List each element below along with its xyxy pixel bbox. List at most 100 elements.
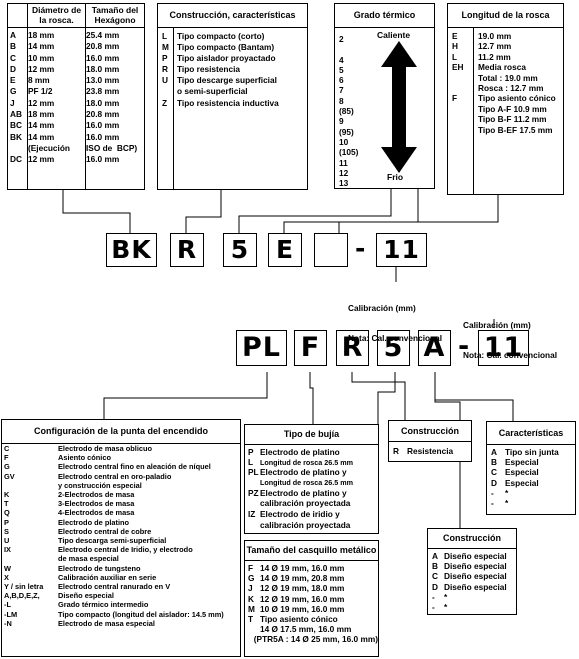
row-code: PZ xyxy=(248,487,259,498)
row-text: Electrodo central en oro-paladio xyxy=(58,471,172,481)
row-diameter: 18 mm xyxy=(28,109,55,120)
row-text: 3-Electrodos de masa xyxy=(58,499,135,509)
heat-range-value: 5 xyxy=(339,64,344,75)
row-text: o semi-superficial xyxy=(177,86,248,97)
row-code: C xyxy=(491,467,497,478)
row-code: T xyxy=(248,614,254,625)
row-code: H xyxy=(452,41,458,52)
plug-type-title: Tipo de bujía xyxy=(283,429,340,439)
row-code: C xyxy=(4,444,10,453)
shell-size-row: 14 Ø 17.5 mm, 16.0 mm xyxy=(248,624,378,634)
row-text: Tipo A-F 10.9 mm xyxy=(478,103,547,114)
row-hex: 16.0 mm xyxy=(86,154,120,165)
row-code: G xyxy=(4,462,10,472)
row-code: M xyxy=(248,603,255,614)
tip-config-title: Configuración de la punta del encendido xyxy=(33,426,208,436)
heat-arrow-icon xyxy=(381,41,417,173)
hex-header: Tamaño del Hexágono xyxy=(91,5,139,25)
row-diameter: 18 mm xyxy=(28,30,55,40)
row-code: - xyxy=(491,498,494,509)
row-code: IX xyxy=(4,545,11,555)
row-code: S xyxy=(4,526,9,536)
row-code xyxy=(452,104,478,114)
row-text: Tipo descarga semi-superficial xyxy=(58,536,167,546)
code1-part-bk: BK xyxy=(106,233,157,267)
row-text: Grado térmico intermedio xyxy=(58,600,149,610)
row-code: IZ xyxy=(248,509,256,520)
row-code: PL xyxy=(248,467,259,478)
row-text: Electrodo central fino en aleación de ní… xyxy=(58,462,211,472)
characteristics-row: -* xyxy=(491,488,575,498)
row-diameter: PF 1/2 xyxy=(28,86,53,97)
row-text: Electrodo de platino y xyxy=(260,467,347,478)
row-text: Electrodo central ranurado en V xyxy=(58,582,171,592)
row-text: Tipo asiento cónico xyxy=(478,93,556,104)
row-code xyxy=(248,624,260,634)
row-hex: 16.0 mm xyxy=(86,131,120,142)
row-code xyxy=(10,143,28,154)
row-code: R xyxy=(393,446,399,456)
row-text: Especial xyxy=(505,457,539,468)
row-hex: 25.4 mm xyxy=(86,30,120,40)
shell-size-title: Tamaño del casquillo metálico xyxy=(246,545,377,555)
row-text: 14 Ø 19 mm, 16.0 mm xyxy=(260,563,345,573)
thread-length-row: Tipo A-F 10.9 mm xyxy=(452,104,562,114)
row-text: Diseño especial xyxy=(444,581,507,592)
heat-range-title: Grado térmico xyxy=(353,10,416,20)
tip-config-row: U Tipo descarga semi-superficial xyxy=(4,536,240,545)
row-code: W xyxy=(4,563,11,573)
row-text: * xyxy=(505,498,509,509)
row-code: P xyxy=(248,447,254,457)
code1-dash: - xyxy=(355,234,366,263)
heat-range-value: 11 xyxy=(339,157,348,168)
heat-range-value: 12 xyxy=(339,167,349,178)
row-code: - xyxy=(432,591,435,602)
heat-range-value: 13 xyxy=(339,178,349,189)
row-code: A xyxy=(491,447,497,457)
row-hex: 16.0 mm xyxy=(86,120,120,131)
code2-part-f: F xyxy=(294,330,327,366)
row-text: Electrodo de platino xyxy=(260,447,340,457)
row-text: Electrodo de iridio y xyxy=(260,509,340,520)
heat-range-value: 8 xyxy=(339,95,344,106)
row-code: - xyxy=(491,487,494,498)
row-code: U xyxy=(4,536,10,546)
row-text: 14 Ø 19 mm, 20.8 mm xyxy=(260,573,345,584)
construction-bottom-row: -* xyxy=(432,592,516,602)
code2-dash: - xyxy=(458,331,470,362)
row-code: J xyxy=(248,583,253,594)
row-text: Diseño especial xyxy=(58,591,114,601)
row-text: 11.2 mm xyxy=(478,51,511,62)
row-code: A xyxy=(10,30,16,40)
row-code: G xyxy=(10,86,17,97)
row-text: calibración proyectada xyxy=(260,498,351,509)
row-hex: 13.0 mm xyxy=(86,75,120,86)
